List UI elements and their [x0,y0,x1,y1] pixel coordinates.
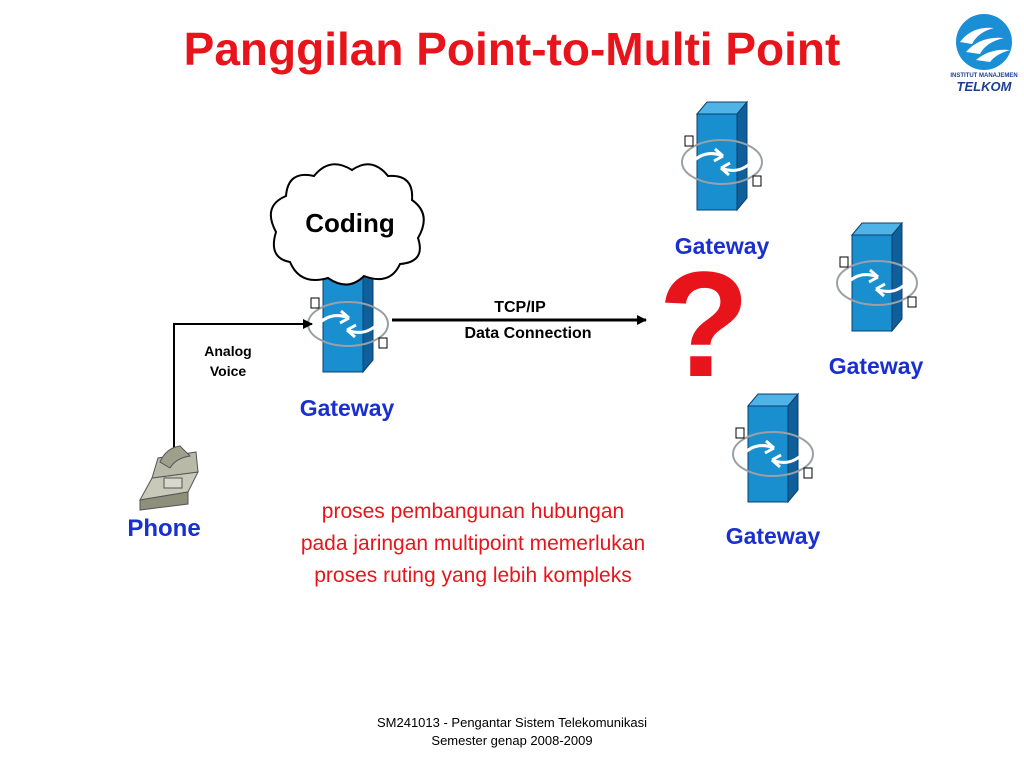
phone-label: Phone [127,515,200,542]
footer: SM241013 - Pengantar Sistem Telekomunika… [312,714,712,750]
logo-institute-text: INSTITUT MANAJEMEN [950,73,1018,79]
gateway-top-label: Gateway [675,233,770,259]
analog-label: Analog [204,343,251,359]
coding-label: Coding [305,208,395,238]
data-connection-label: Data Connection [464,325,591,342]
telkom-logo [956,14,1012,70]
description-line-2: pada jaringan multipoint memerlukan [300,532,646,555]
telephone-icon [139,445,199,511]
footer-semester: Semester genap 2008-2009 [431,733,593,748]
page-title: Panggilan Point-to-Multi Point [183,23,841,75]
voice-label: Voice [210,363,247,379]
gateway-source-label: Gateway [300,395,395,421]
tcpip-label: TCP/IP [494,299,546,316]
question-mark-icon: ? [658,240,750,408]
analog-voice-line [173,319,313,448]
description-line-3: proses ruting yang lebih kompleks [314,564,632,587]
gateway-right-label: Gateway [829,353,924,379]
coding-cloud-icon [269,163,425,286]
gateway-top-icon [680,100,764,212]
gateway-bottom-label: Gateway [726,523,821,549]
description-text: proses pembangunan hubungan pada jaringa… [230,496,716,592]
description-line-1: proses pembangunan hubungan [321,500,625,523]
logo-telkom-text: TELKOM [956,79,1012,94]
footer-course: SM241013 - Pengantar Sistem Telekomunika… [376,715,648,730]
gateway-right-icon [835,221,919,333]
gateway-bottom-icon [731,392,815,504]
